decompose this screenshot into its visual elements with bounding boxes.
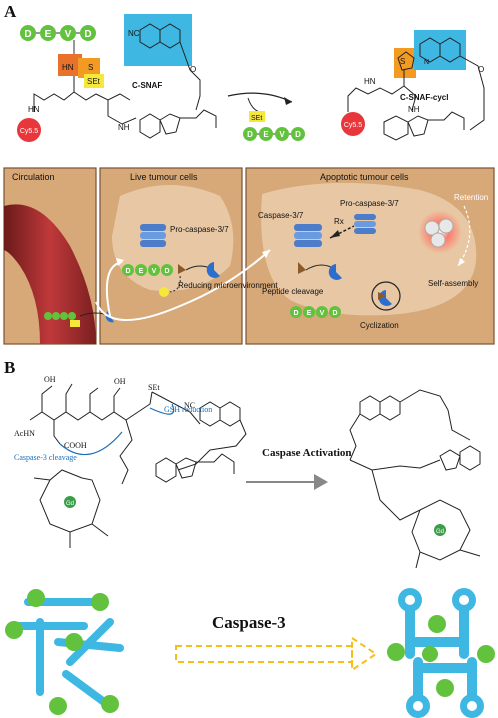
cycl-cy55-dye xyxy=(341,112,365,136)
caspase3-big-label: Caspase-3 xyxy=(212,613,286,632)
cooh-text: COOH xyxy=(64,441,87,450)
set-text: SEt xyxy=(87,77,101,86)
devd-bead-d2 xyxy=(80,25,96,41)
caspase-active-icon xyxy=(294,224,322,247)
devd-label-d1: D xyxy=(24,29,31,40)
live-title: Live tumour cells xyxy=(130,172,198,182)
cycl-hn-text: HN xyxy=(364,77,376,86)
nc-text: NC xyxy=(128,29,140,38)
svg-text:D: D xyxy=(332,310,337,317)
devd-bead-e xyxy=(40,25,56,41)
svg-text:D: D xyxy=(125,268,130,275)
procaspase-apop-icon xyxy=(354,214,376,234)
caspase-arrow-body xyxy=(175,645,353,663)
csnaf-cycl-name: C-SNAF-cycl xyxy=(400,93,448,102)
panel-b-chemistry: Gd AcHN COOH OH OH SEt NC GSH reduction … xyxy=(14,375,481,569)
retention-label: Retention xyxy=(454,193,488,202)
cys-highlight-amber xyxy=(78,58,100,78)
devd-label-d2: D xyxy=(84,29,91,40)
gd-product-text: Gd xyxy=(436,529,444,535)
s-text: S xyxy=(88,63,93,72)
cycl-cy55-text: Cy5.5 xyxy=(344,122,362,129)
released-v: V xyxy=(279,130,285,139)
reducing-label: Reducing microenvironment xyxy=(178,281,278,290)
gd-center xyxy=(64,496,76,508)
released-d2: D xyxy=(295,130,301,139)
panel-a-illustration: D E V D D E V D xyxy=(3,167,495,345)
circulation-title: Circulation xyxy=(12,172,55,182)
csnaf-skeleton xyxy=(33,69,217,139)
released-e: E xyxy=(263,130,269,139)
devd-bead-v xyxy=(60,25,76,41)
caspase3-cleavage-label: Caspase-3 cleavage xyxy=(14,453,77,462)
panel-b-cartoon: Caspase-3 xyxy=(5,588,495,718)
rx-label: Rx xyxy=(334,217,344,226)
acnh-text: AcHN xyxy=(14,429,35,438)
apop-probe xyxy=(298,262,342,280)
released-d1: D xyxy=(247,130,253,139)
released-devd: D E V D xyxy=(243,127,305,141)
devd-label-e: E xyxy=(45,29,52,40)
devd-peptide: D E V D xyxy=(20,25,96,41)
gd-text: Gd xyxy=(66,501,74,507)
released-set-text: SEt xyxy=(251,115,262,122)
devd-bead-d1 xyxy=(20,25,36,41)
gsh-reduction-label: GSH reduction xyxy=(164,405,212,414)
gd-product-center xyxy=(434,524,446,536)
cy55-text: Cy5.5 xyxy=(20,128,38,135)
apop-devd: D E V D xyxy=(290,306,341,318)
self-assembly-label: Self-assembly xyxy=(428,279,478,288)
assembled-right xyxy=(387,588,495,718)
svg-text:V: V xyxy=(152,268,157,275)
peptide-cleavage-label: Peptide cleavage xyxy=(262,287,324,296)
cys-highlight-orange xyxy=(58,54,82,76)
blood-vessel xyxy=(4,204,96,344)
panel-a-label: A xyxy=(4,2,17,21)
monomers-left xyxy=(5,589,124,715)
svg-text:E: E xyxy=(307,310,312,317)
cyclized-ring xyxy=(371,281,401,311)
panel-b-label: B xyxy=(4,358,16,377)
devd-label-v: V xyxy=(65,29,72,40)
cycl-nh-text: NH xyxy=(408,105,420,114)
caspase-arrow-head xyxy=(351,636,378,672)
oh-text-2: OH xyxy=(114,377,126,386)
cycl-s-text: S xyxy=(400,57,405,66)
apoptotic-title: Apoptotic tumour cells xyxy=(320,172,409,182)
quinoline-highlight xyxy=(124,14,192,66)
svg-text:V: V xyxy=(320,310,325,317)
procaspase-live-label: Pro-caspase-3/7 xyxy=(170,225,229,234)
cy55-dye xyxy=(17,118,41,142)
b-nc-text: NC xyxy=(184,401,195,410)
gd-product-skeleton xyxy=(349,389,481,569)
svg-text:D: D xyxy=(164,268,169,275)
apoptotic-cell-body xyxy=(261,182,477,316)
svg-text:E: E xyxy=(139,268,144,275)
released-set-box xyxy=(249,111,265,122)
gd-probe-skeleton xyxy=(29,383,247,548)
caspase37-label: Caspase-3/7 xyxy=(258,211,304,220)
cycl-n-text: N xyxy=(424,59,429,66)
svg-text:D: D xyxy=(293,310,298,317)
procaspase-live-icon xyxy=(140,224,166,247)
oh-text-1: OH xyxy=(44,375,56,384)
cyclization-label: Cyclization xyxy=(360,321,399,330)
set-highlight xyxy=(84,74,104,88)
hn2-text: HN xyxy=(28,105,40,114)
nh-text: NH xyxy=(118,123,130,132)
nanoparticle-glow xyxy=(418,210,462,254)
caspase-activation-label: Caspase Activation xyxy=(262,447,352,459)
csnaf-name: C-SNAF xyxy=(132,81,162,90)
cycl-o-text: O xyxy=(478,65,484,74)
panel-a-chemistry: D E V D HN S SEt NC HN NH O Cy5.5 C-SNAF… xyxy=(17,14,485,142)
procaspase-apop-label: Pro-caspase-3/7 xyxy=(340,199,399,208)
live-probe: D E V D xyxy=(122,262,220,297)
hn-text: HN xyxy=(62,63,74,72)
o-text: O xyxy=(190,65,196,74)
csnaf-cycl-skeleton xyxy=(347,37,485,141)
b-set-text: SEt xyxy=(148,383,160,392)
